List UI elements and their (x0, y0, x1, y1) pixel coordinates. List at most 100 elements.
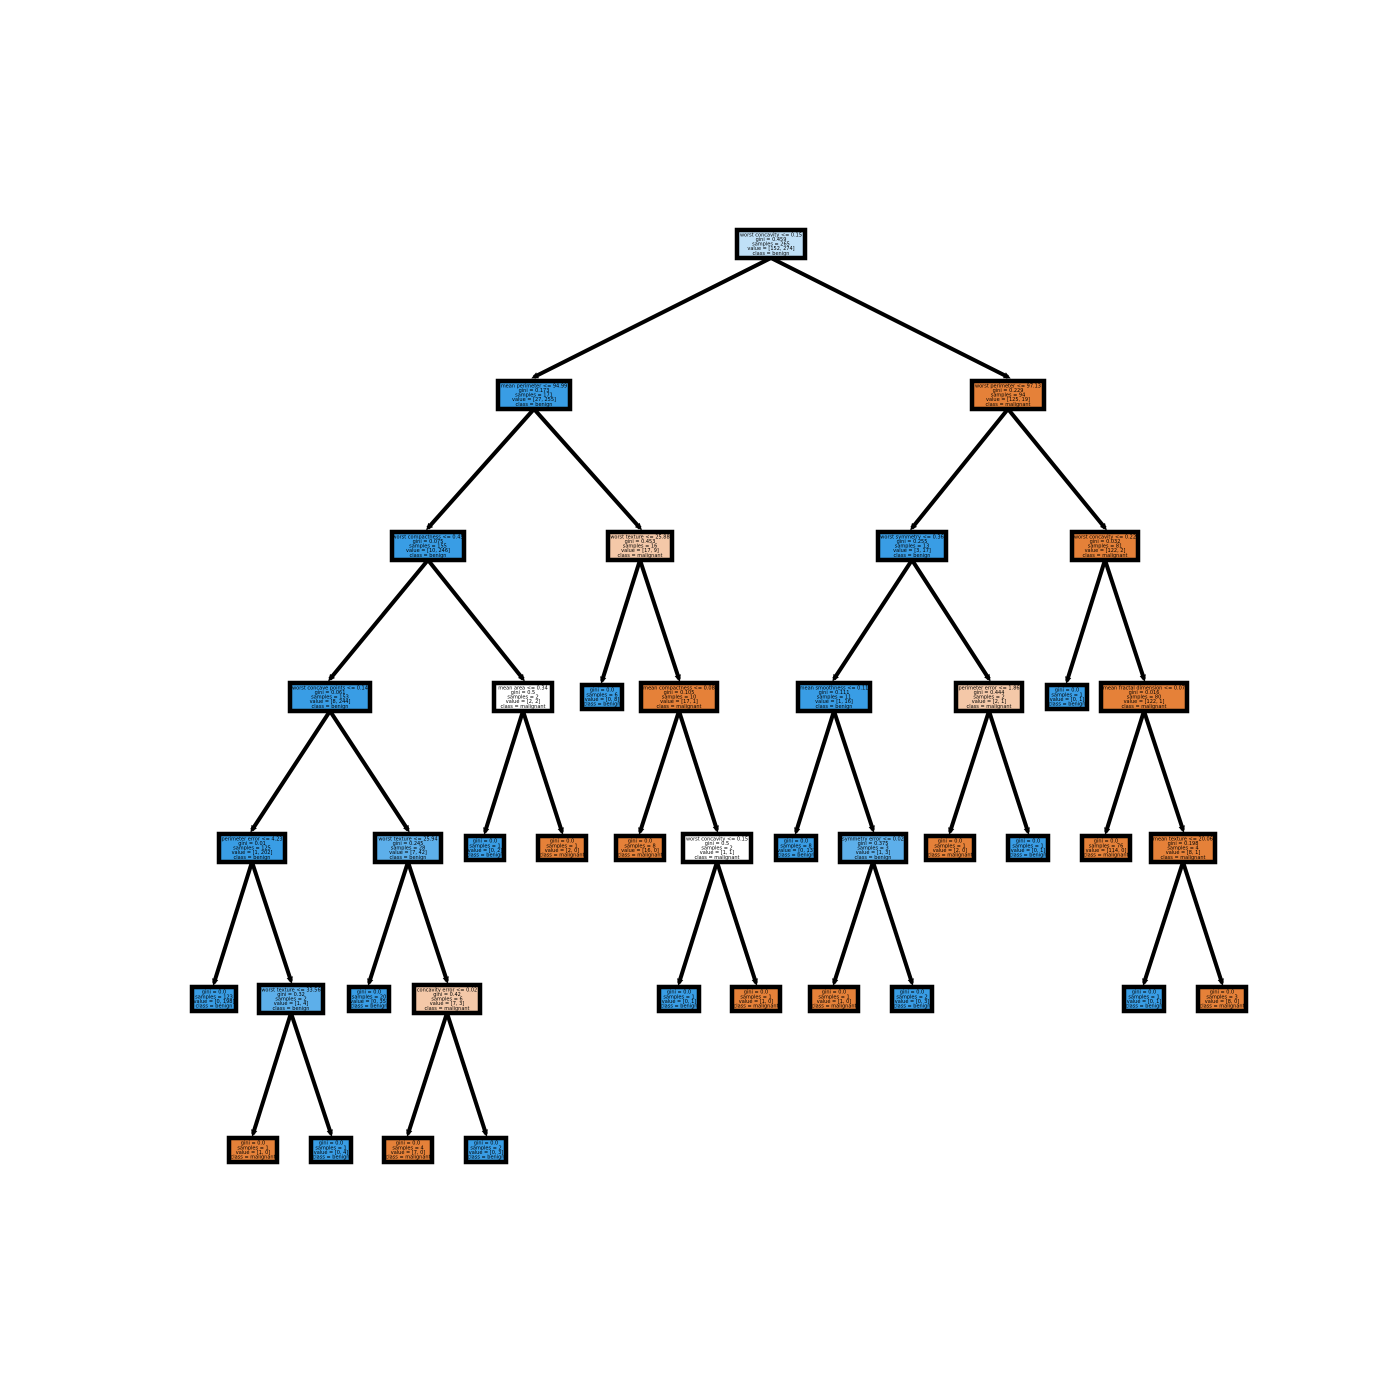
node-label-line: value = [0, 1] (662, 999, 697, 1005)
node-label-line: samples = 2 (973, 695, 1004, 701)
node-box (463, 1135, 509, 1165)
edge-n17-n19 (638, 559, 681, 680)
edge-n2-n14 (426, 558, 525, 681)
node-label-line: class = malignant (1082, 553, 1127, 559)
node-label-line: class = benign (351, 1004, 388, 1010)
node-label-line: gini = 0.0 (628, 839, 652, 845)
node-label-line: gini = 0.444 (974, 690, 1005, 696)
node-label-line: class = malignant (539, 853, 584, 859)
node-label-line: value = [0, 3] (469, 1150, 504, 1156)
edge-arrowhead (868, 825, 875, 833)
node-label-line: samples = 11 (817, 695, 852, 701)
node-label-line: worst texture <= 33.56 (261, 987, 320, 993)
node-box (216, 831, 288, 865)
node-box (389, 529, 467, 563)
node-label-line: class = benign (1010, 853, 1047, 859)
node-label-line: value = [16, 0] (621, 848, 659, 854)
edge-arrowhead (832, 673, 839, 682)
node-label-line: value = [1, 0] (739, 999, 774, 1005)
node-label-line: samples = 123 (195, 994, 233, 1000)
node-box (734, 227, 808, 261)
node-box (807, 984, 861, 1014)
edge-n2-n3 (328, 558, 430, 681)
node-box (795, 680, 873, 714)
node-label-line: gini = 0.5 (511, 690, 535, 696)
edge-arrowhead (557, 827, 564, 835)
node-label-line: samples = 81 (1088, 544, 1123, 550)
edge-n9-n11 (406, 861, 449, 982)
node-label-line: samples = 153 (311, 695, 349, 701)
edge-arrowhead (481, 1129, 488, 1137)
node-label-line: class = benign (1049, 702, 1086, 708)
edge-arrowhead (286, 976, 293, 984)
node-label-line: gini = 0.0 (667, 990, 691, 996)
node-label-line: class = malignant (1121, 704, 1166, 710)
node-label-line: class = malignant (985, 402, 1030, 408)
node-label-line: value = [8, 0] (1205, 999, 1240, 1005)
node-label-line: gini = 0.0 (784, 839, 808, 845)
edge-arrowhead (1023, 827, 1030, 835)
node-label-line: gini = 0.229 (993, 388, 1024, 394)
node-label-line: value = [0, 3] (895, 999, 930, 1005)
edge-n28-n29 (832, 861, 875, 984)
edge-arrowhead (483, 827, 490, 835)
edge-arrowhead (326, 1129, 333, 1137)
node-label-line: class = malignant (617, 553, 662, 559)
edge-arrowhead (677, 978, 684, 986)
node-label-line: samples = 1 (1012, 843, 1043, 849)
node-label-line: class = benign (894, 553, 931, 559)
node-box (189, 984, 239, 1014)
edge-arrowhead (910, 522, 918, 531)
node-box (308, 1135, 354, 1165)
node-box (605, 529, 675, 563)
edge-n14-n16 (521, 710, 564, 833)
node-label-line: concavity error <= 0.02 (417, 987, 477, 993)
edge-arrowhead (442, 976, 449, 984)
node-label-line: gini = 0.0 (900, 990, 924, 996)
node-box (226, 1135, 280, 1165)
node-label-line: samples = 1 (237, 1145, 268, 1151)
node-label-line: class = benign (313, 1155, 350, 1161)
node-label-line: gini = 0.0 (474, 1141, 498, 1147)
edge-arrowhead (832, 978, 839, 986)
edge-arrowhead (674, 674, 681, 682)
edge-n26-n27 (794, 710, 836, 833)
edge-arrowhead (1217, 978, 1224, 986)
edge-n19-n21 (677, 710, 719, 831)
node-label-line: samples = 76 (1089, 843, 1124, 849)
edge-n24-n25 (910, 407, 1010, 530)
node-label-line: gini = 0.0 (241, 1141, 265, 1147)
node-label-line: class = benign (661, 1004, 698, 1010)
node-label-line: mean area <= 0.34 (498, 685, 548, 691)
node-label-line: worst perimeter <= 97.13 (975, 383, 1041, 389)
edge-n25-n31 (910, 558, 991, 681)
edge-n1-n17 (532, 407, 642, 530)
edge-arrowhead (251, 1129, 258, 1137)
node-label-line: worst symmetry <= 0.36 (880, 534, 943, 540)
node-label-line: samples = 8 (780, 843, 811, 849)
node-label-line: worst texture <= 25.88 (610, 534, 669, 540)
node-label-line: class = malignant (656, 704, 701, 710)
node-label-line: class = malignant (733, 1004, 778, 1010)
edge-n11-n12 (406, 1012, 449, 1135)
node-label-line: value = [0, 1] (1050, 697, 1085, 703)
node-label-line: perimeter error <= 4.23 (221, 836, 282, 842)
node-label-line: value = [0, 8] (585, 697, 620, 703)
node-label-line: gini = 0.453 (625, 539, 656, 545)
node-label-line: samples = 13 (895, 544, 930, 550)
node-label-line: gini = 0.459 (756, 237, 787, 243)
node-label-line: class = malignant (617, 853, 662, 859)
node-label-line: gini = 0.42 (433, 992, 461, 998)
node-label-line: value = [7, 3] (430, 1001, 465, 1007)
node-label-line: value = [1, 3] (856, 850, 891, 856)
